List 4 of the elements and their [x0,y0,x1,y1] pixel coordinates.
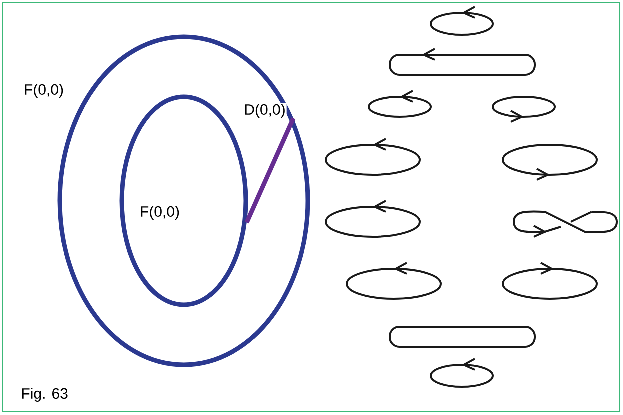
connector-line [244,118,296,224]
edge-label: D(0,0) [243,103,287,119]
figure-caption: Fig. 63 [22,388,68,402]
node-label: F(0,0) [25,84,64,98]
